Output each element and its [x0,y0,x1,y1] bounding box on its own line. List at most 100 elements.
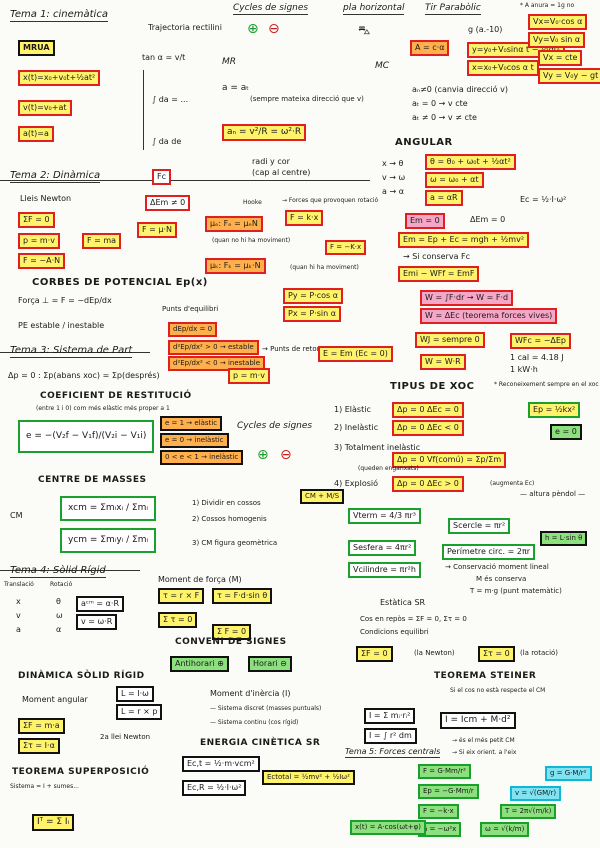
angular-ec: Ec = ½·I·ω² [520,195,567,204]
work2-box: W = ΔEc (teorema forces vives) [420,308,558,324]
vterm-box: Vterm = 4/3 πr³ [348,508,421,524]
eq-st: Στ = 0 [478,646,515,662]
xoc4-eq: Δp = 0 ΔEc > 0 [392,476,464,492]
tema4-title: Tema 4: Sòlid Rígid [10,565,106,578]
xoc2-eq: Δp = 0 ΔEc < 0 [392,420,464,436]
hooke-neg: F = −K·x [325,240,367,255]
rr1: aᶜᵐ = α·R [76,596,125,612]
cal-label: 1 cal = 4.18 J [510,353,564,362]
t5-f9: x(t) = A·cos(ωt+φ) [350,820,427,835]
ieq-box: I = Σ mᵢ·rᵢ² [364,708,416,724]
h-box: h = L·sin θ [540,531,588,546]
xoc1: 1) Elàstic [334,405,371,414]
tr-col: Translació [4,581,34,588]
cm-note3: 3) CM figura geomètrica [192,539,278,547]
fric-box: F = μ·N [137,222,178,238]
muest-box: μₑ: Fₑ = μₑN [205,216,263,232]
fc-box: Fc [152,169,171,185]
r1a: x [16,597,21,606]
ep-box: Ep = ½kx² [528,402,581,418]
cycles-title: Cycles de signes [233,3,309,15]
newton-3: F = −A·N [18,253,66,269]
rot-col: Rotació [50,581,73,588]
tiro-a: A = c·α [410,40,450,56]
cycle-positive-icon: ⊕ [247,21,259,37]
mom-ang-label: Moment angular [22,695,88,704]
cm-total: CM + M/S [300,489,345,504]
sup-title: TEOREMA SUPERPOSICIÓ [12,767,150,777]
steiner-eq: I = Icm + M·d² [440,712,516,729]
emi-box: Emi − WFf = EmF [398,266,480,282]
angular-row3: a → α [382,187,404,196]
car-icon: ⛍ [358,23,371,37]
xoc4-note: (augmenta Ec) [490,480,535,487]
mrua-eq-velocity: v(t)=v₀+at [18,100,72,116]
kwh-label: 1 kW·h [510,365,538,374]
newton-2b: F = ma [82,233,122,249]
mrua-tan: tan α = v/t [142,53,186,62]
equil-title: Estàtica SR [380,598,426,607]
tema2-title: Tema 2: Dinàmica [10,170,101,183]
potencial-punts: Punts d'equilibri [162,305,219,313]
r2b: ω [56,611,63,620]
signs-title: CONVENI DE SIGNES [175,637,287,647]
mc-line1: aₙ≠0 (canvia direcció v) [412,85,508,94]
xocs-title: TIPUS DE XOC [390,381,475,392]
ectot-box: Ectotal = ½mv² + ½Iω² [262,770,355,785]
ect-box: Ec,t = ½·m·vcm² [182,756,260,772]
r3b: α [56,625,62,634]
cycles2: Cycles de signes [237,421,313,431]
l1-box: L = I·ω [116,686,154,702]
hooke-note: Hooke [243,199,262,206]
m2: τ = F·d·sin θ [212,588,273,604]
stat-note: (quan no hi ha moviment) [212,237,291,244]
centripeta-eq: aₙ = v²/R = ω²·R [222,124,307,141]
em0-box: Em = 0 [405,213,445,229]
hooke-box: F = k·x [285,210,324,226]
rr2: v = ω·R [76,614,118,630]
cm-title: CENTRE DE MASSES [38,475,147,485]
antihorari: Antihorari ⊕ [170,656,229,672]
punts-retorn: → Punts de retorn [262,345,324,353]
newton-title: Lleis Newton [20,194,72,203]
in2: — Sistema continu (cos rígid) [210,719,299,726]
m4: Σ F = 0 [212,624,252,640]
ww-box: W = W·R [420,354,466,370]
coef-2: e = 0 → inelàstic [160,433,229,448]
tiro-vy: Vy=V₀ sin α [528,32,586,48]
mr-note: (sempre mateixa direcció que v) [250,95,364,103]
rot-ref: (la rotació) [520,649,559,657]
py-box: Py = P·cos α [283,288,343,304]
sum-tau-box: Στ = I·α [18,738,60,754]
angular-omega: ω = ω₀ + αt [425,172,484,188]
cycle2-positive-icon: ⊕ [257,447,269,463]
newton-ref: (la Newton) [414,649,455,657]
px-box: Px = P·sin α [283,306,341,322]
dyn-note: (quan hi ha moviment) [290,264,359,271]
t5-f3: Ep = −G·Mm/r [418,784,479,799]
cm-label: CM [10,511,23,520]
mrua-int2: ∫ da de [152,137,182,146]
xocs-note: * Reconeixement sempre en el xoc [494,381,599,388]
angular-row2: v → ω [382,173,406,182]
coef-eq: e = −(V₂f − V₁f)/(V₂i − V₁i) [18,420,155,453]
xoc4: 4) Explosió [334,479,379,488]
m-cons: M és conserva [476,575,527,583]
em-cons: → Si conserva Fc [403,252,471,261]
eq-note2: Condicions equilibri [360,628,429,636]
m3: Σ τ = 0 [158,612,198,628]
xoc3-note: (queden enganxats) [358,465,419,472]
horari: Horari ⊖ [248,656,292,672]
anura-note: * A anura = 1g no [520,2,575,9]
mr-eq: a = aₜ [222,83,249,93]
newton-1: ΣF = 0 [18,212,55,228]
tema1-title: Tema 1: cinemàtica [10,9,108,22]
mc-line3: aₜ ≠ 0 → v ≠ cte [412,113,477,122]
tiro-vxcte: Vx = cte [538,50,583,66]
xoc3: 3) Totalment inelàstic [334,443,421,452]
cycle-negative-icon: ⊖ [268,21,280,37]
t5-f2: g = G·M/r² [545,766,592,781]
steiner-note: Si el cos no està respecte el CM [450,687,546,694]
tema5-title: Tema 5: Forces centrals [345,747,441,758]
work1-box: W = ∫F·dr → W = F·d [420,290,514,306]
